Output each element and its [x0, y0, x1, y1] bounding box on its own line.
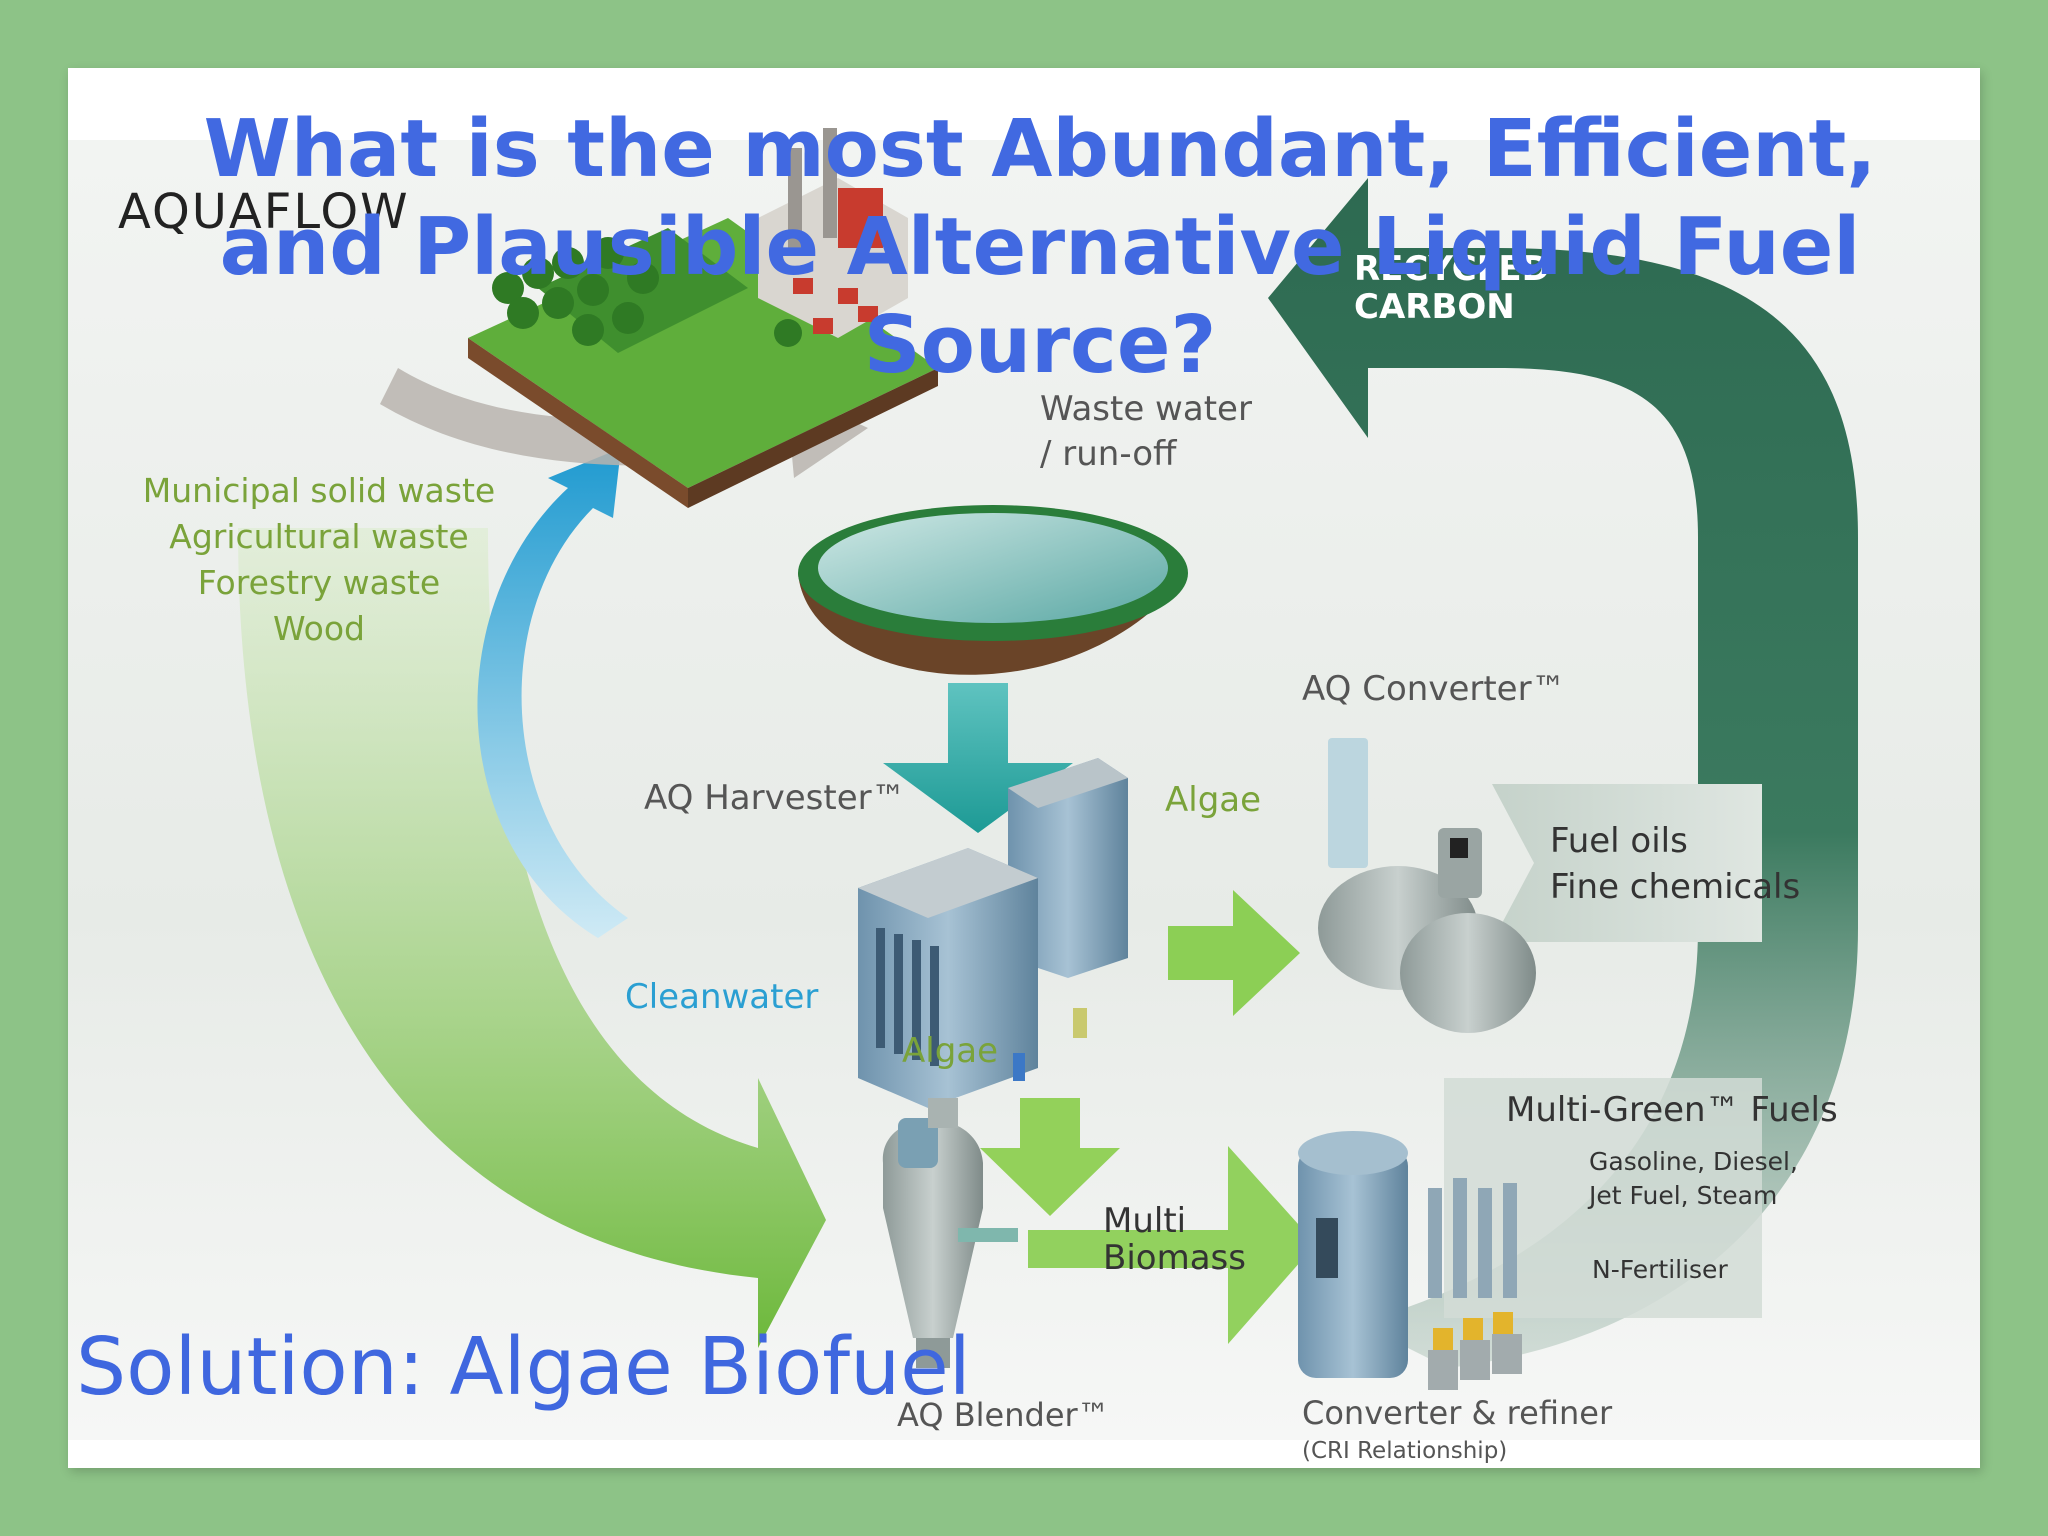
multi-biomass-label-2: Biomass: [1103, 1238, 1246, 1278]
aq-converter-illustration: [1318, 738, 1536, 1033]
harvester-to-converter-arrow: [1168, 890, 1300, 1016]
waste-water-label: Waste water: [1040, 389, 1252, 429]
algae-pond-illustration: [798, 505, 1188, 675]
landscape-illustration: [468, 128, 938, 508]
recycled-carbon-arrow: [1268, 178, 1858, 1368]
gasoline-label-2: Jet Fuel, Steam: [1587, 1181, 1777, 1210]
waste-source-item: Municipal solid waste: [143, 471, 495, 510]
cleanwater-arrow: [477, 448, 628, 938]
aq-blender-illustration: [882, 1098, 1018, 1368]
waste-source-item: Agricultural waste: [169, 517, 468, 556]
aq-harvester-label: AQ Harvester™: [644, 778, 906, 818]
aq-converter-label: AQ Converter™: [1302, 669, 1566, 709]
waste-source-item: Forestry waste: [198, 563, 441, 602]
slide-title: What is the most Abundant, Efficient, an…: [203, 103, 1877, 391]
waste-to-blender-arrow: [238, 528, 826, 1348]
fuel-oils-panel: [1492, 784, 1762, 942]
fuel-oils-label: Fuel oils: [1550, 821, 1688, 861]
converter-refiner-label: Converter & refiner: [1302, 1394, 1613, 1432]
multi-green-fuels-label: Multi-Green™ Fuels: [1506, 1090, 1838, 1130]
aq-harvester-illustration: [858, 758, 1128, 1108]
aquaflow-diagram: AQUAFLOW RECYCLED CARBON Waste water / r…: [68, 128, 1980, 1464]
aquaflow-logo-text: AQUAFLOW: [118, 184, 410, 240]
blender-to-refiner-arrow: [1028, 1146, 1316, 1344]
slide-card: AQUAFLOW RECYCLED CARBON Waste water / r…: [68, 68, 1980, 1468]
waste-water-label-2: / run-off: [1040, 434, 1178, 474]
multi-biomass-label: Multi: [1103, 1201, 1186, 1241]
converter-refiner-illustration: [1298, 1131, 1522, 1390]
multi-green-panel: [1444, 1078, 1762, 1318]
aq-blender-label: AQ Blender™: [897, 1396, 1110, 1434]
slide-subtitle: Solution: Algae Biofuel: [76, 1321, 971, 1413]
n-fertiliser-label: N-Fertiliser: [1592, 1255, 1728, 1284]
waste-sources-list: Municipal solid waste Agricultural waste…: [143, 471, 495, 648]
recycled-carbon-label-2: CARBON: [1354, 287, 1515, 327]
algae-right-label: Algae: [1165, 780, 1261, 820]
cri-relationship-label: (CRI Relationship): [1302, 1438, 1507, 1464]
gasoline-label: Gasoline, Diesel,: [1589, 1147, 1798, 1176]
recycled-carbon-label: RECYCLED: [1354, 249, 1550, 289]
cleanwater-label: Cleanwater: [625, 977, 818, 1017]
harvester-to-blender-arrow: [980, 1098, 1120, 1216]
waste-source-item: Wood: [273, 609, 365, 648]
fine-chemicals-label: Fine chemicals: [1550, 867, 1800, 907]
algae-down-label: Algae: [902, 1031, 998, 1071]
